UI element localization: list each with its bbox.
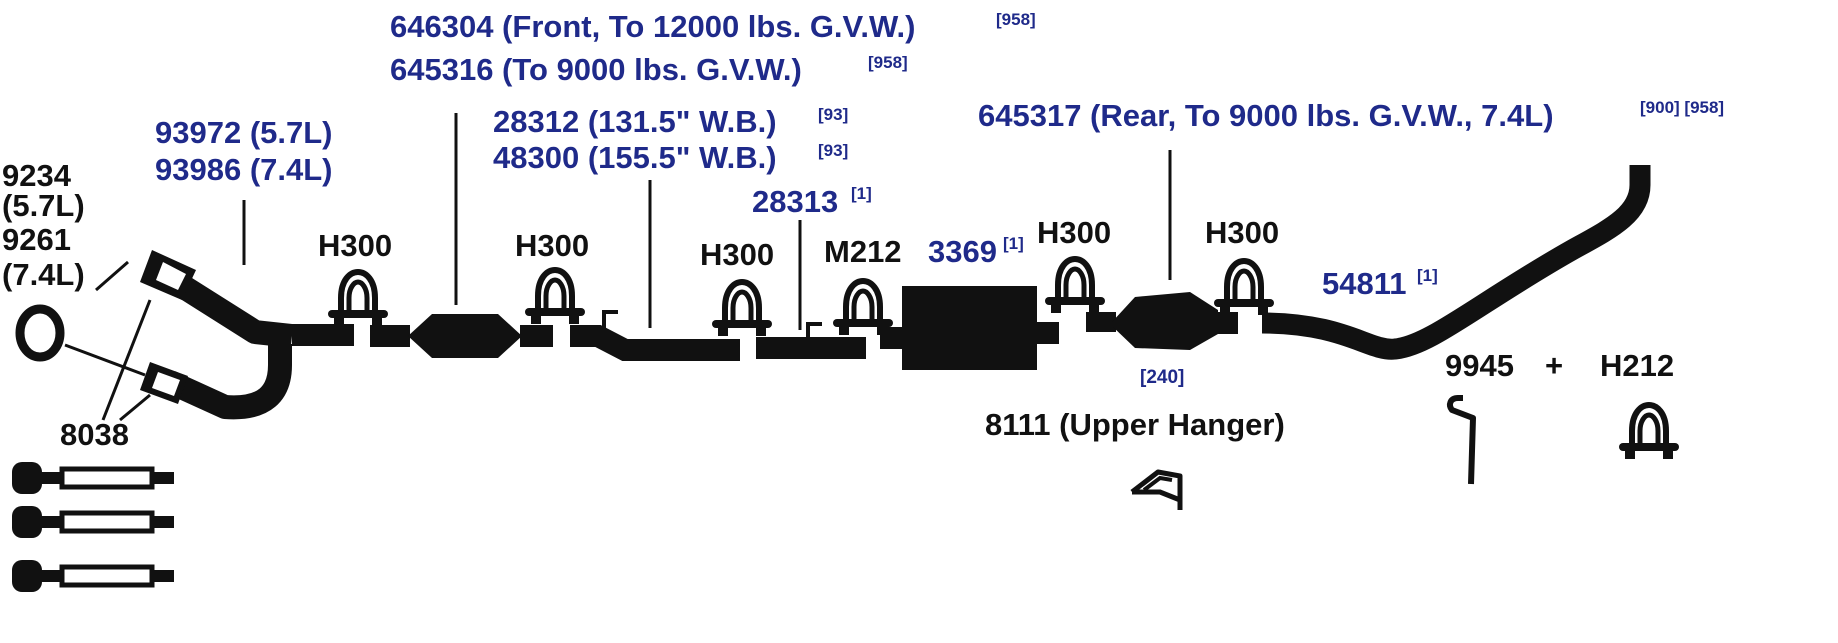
hanger-rod (1447, 395, 1476, 485)
label-48300-ref: [93] (818, 141, 848, 160)
label-645317-text: 645317 (Rear, To 9000 lbs. G.V.W., 7.4L) (978, 98, 1554, 133)
label-645317: 645317 (Rear, To 9000 lbs. G.V.W., 7.4L)… (978, 98, 1724, 133)
clamp-h300-5 (1218, 261, 1270, 315)
label-h212: H212 (1600, 348, 1674, 383)
label-93972: 93972 (5.7L) (155, 115, 333, 150)
label-645317-ref: [900] [958] (1640, 98, 1724, 117)
label-28312: 28312 (131.5" W.B.) [93] (493, 104, 848, 139)
manifold-flange-upper (140, 250, 196, 300)
label-9234-sub: (5.7L) (2, 188, 85, 223)
label-3369: 3369 [1] (928, 234, 1024, 269)
rear-catalytic-converter (1086, 292, 1238, 350)
clamp-h212 (1623, 405, 1675, 459)
label-3369-text: 3369 (928, 234, 997, 269)
manifold-flange-lower (140, 362, 188, 404)
label-h300-5: H300 (1205, 215, 1279, 250)
clamp-h300-2 (529, 270, 581, 324)
muffler (880, 286, 1059, 370)
label-28312-ref: [93] (818, 105, 848, 124)
label-9261: 9261 (2, 222, 71, 257)
pipe-28313 (756, 322, 866, 359)
label-93986: 93986 (7.4L) (155, 152, 333, 187)
gasket-ring (15, 304, 65, 362)
label-9234: 9234 (2, 158, 72, 193)
label-645316-ref: [958] (868, 53, 908, 72)
label-645316-text: 645316 (To 9000 lbs. G.V.W.) (390, 52, 802, 87)
tailpipe (1261, 165, 1651, 360)
label-9261-sub: (7.4L) (2, 257, 85, 292)
label-h300-1: H300 (318, 228, 392, 263)
label-48300: 48300 (155.5" W.B.) [93] (493, 140, 848, 175)
label-3369-ref: [1] (1003, 234, 1024, 253)
label-645316: 645316 (To 9000 lbs. G.V.W.) [958] (390, 52, 908, 87)
label-54811: 54811 [1] (1322, 266, 1438, 301)
label-9945: 9945 (1445, 348, 1514, 383)
label-28312-text: 28312 (131.5" W.B.) (493, 104, 777, 139)
upper-hanger (1130, 469, 1183, 510)
clamp-h300-4 (1049, 259, 1101, 313)
label-646304-text: 646304 (Front, To 12000 lbs. G.V.W.) (390, 9, 915, 44)
y-pipe (161, 266, 354, 420)
label-9234-9261: 9234 (5.7L) 9261 (7.4L) (2, 158, 85, 292)
label-h300-3: H300 (700, 237, 774, 272)
bolt-kit (12, 462, 174, 592)
front-catalytic-converter (370, 314, 553, 358)
label-ref-240: [240] (1140, 367, 1184, 388)
label-54811-text: 54811 (1322, 266, 1407, 301)
label-h300-4: H300 (1037, 215, 1111, 250)
label-28313: 28313 [1] (752, 184, 872, 219)
label-28313-text: 28313 (752, 184, 838, 219)
label-8038: 8038 (60, 417, 129, 452)
label-m212: M212 (824, 234, 902, 269)
clamp-h300-1 (332, 272, 384, 326)
label-646304-ref: [958] (996, 10, 1036, 29)
label-28313-ref: [1] (851, 184, 872, 203)
label-8111: 8111 (Upper Hanger) (985, 407, 1285, 442)
clamp-h300-3 (716, 282, 768, 336)
intermediate-pipe (570, 310, 740, 361)
label-48300-text: 48300 (155.5" W.B.) (493, 140, 777, 175)
label-646304: 646304 (Front, To 12000 lbs. G.V.W.) [95… (390, 9, 1036, 44)
leader-lines (64, 113, 1172, 422)
label-plus: + (1545, 348, 1563, 383)
clamp-m212 (837, 281, 889, 335)
label-54811-ref: [1] (1417, 266, 1438, 285)
label-h300-2: H300 (515, 228, 589, 263)
